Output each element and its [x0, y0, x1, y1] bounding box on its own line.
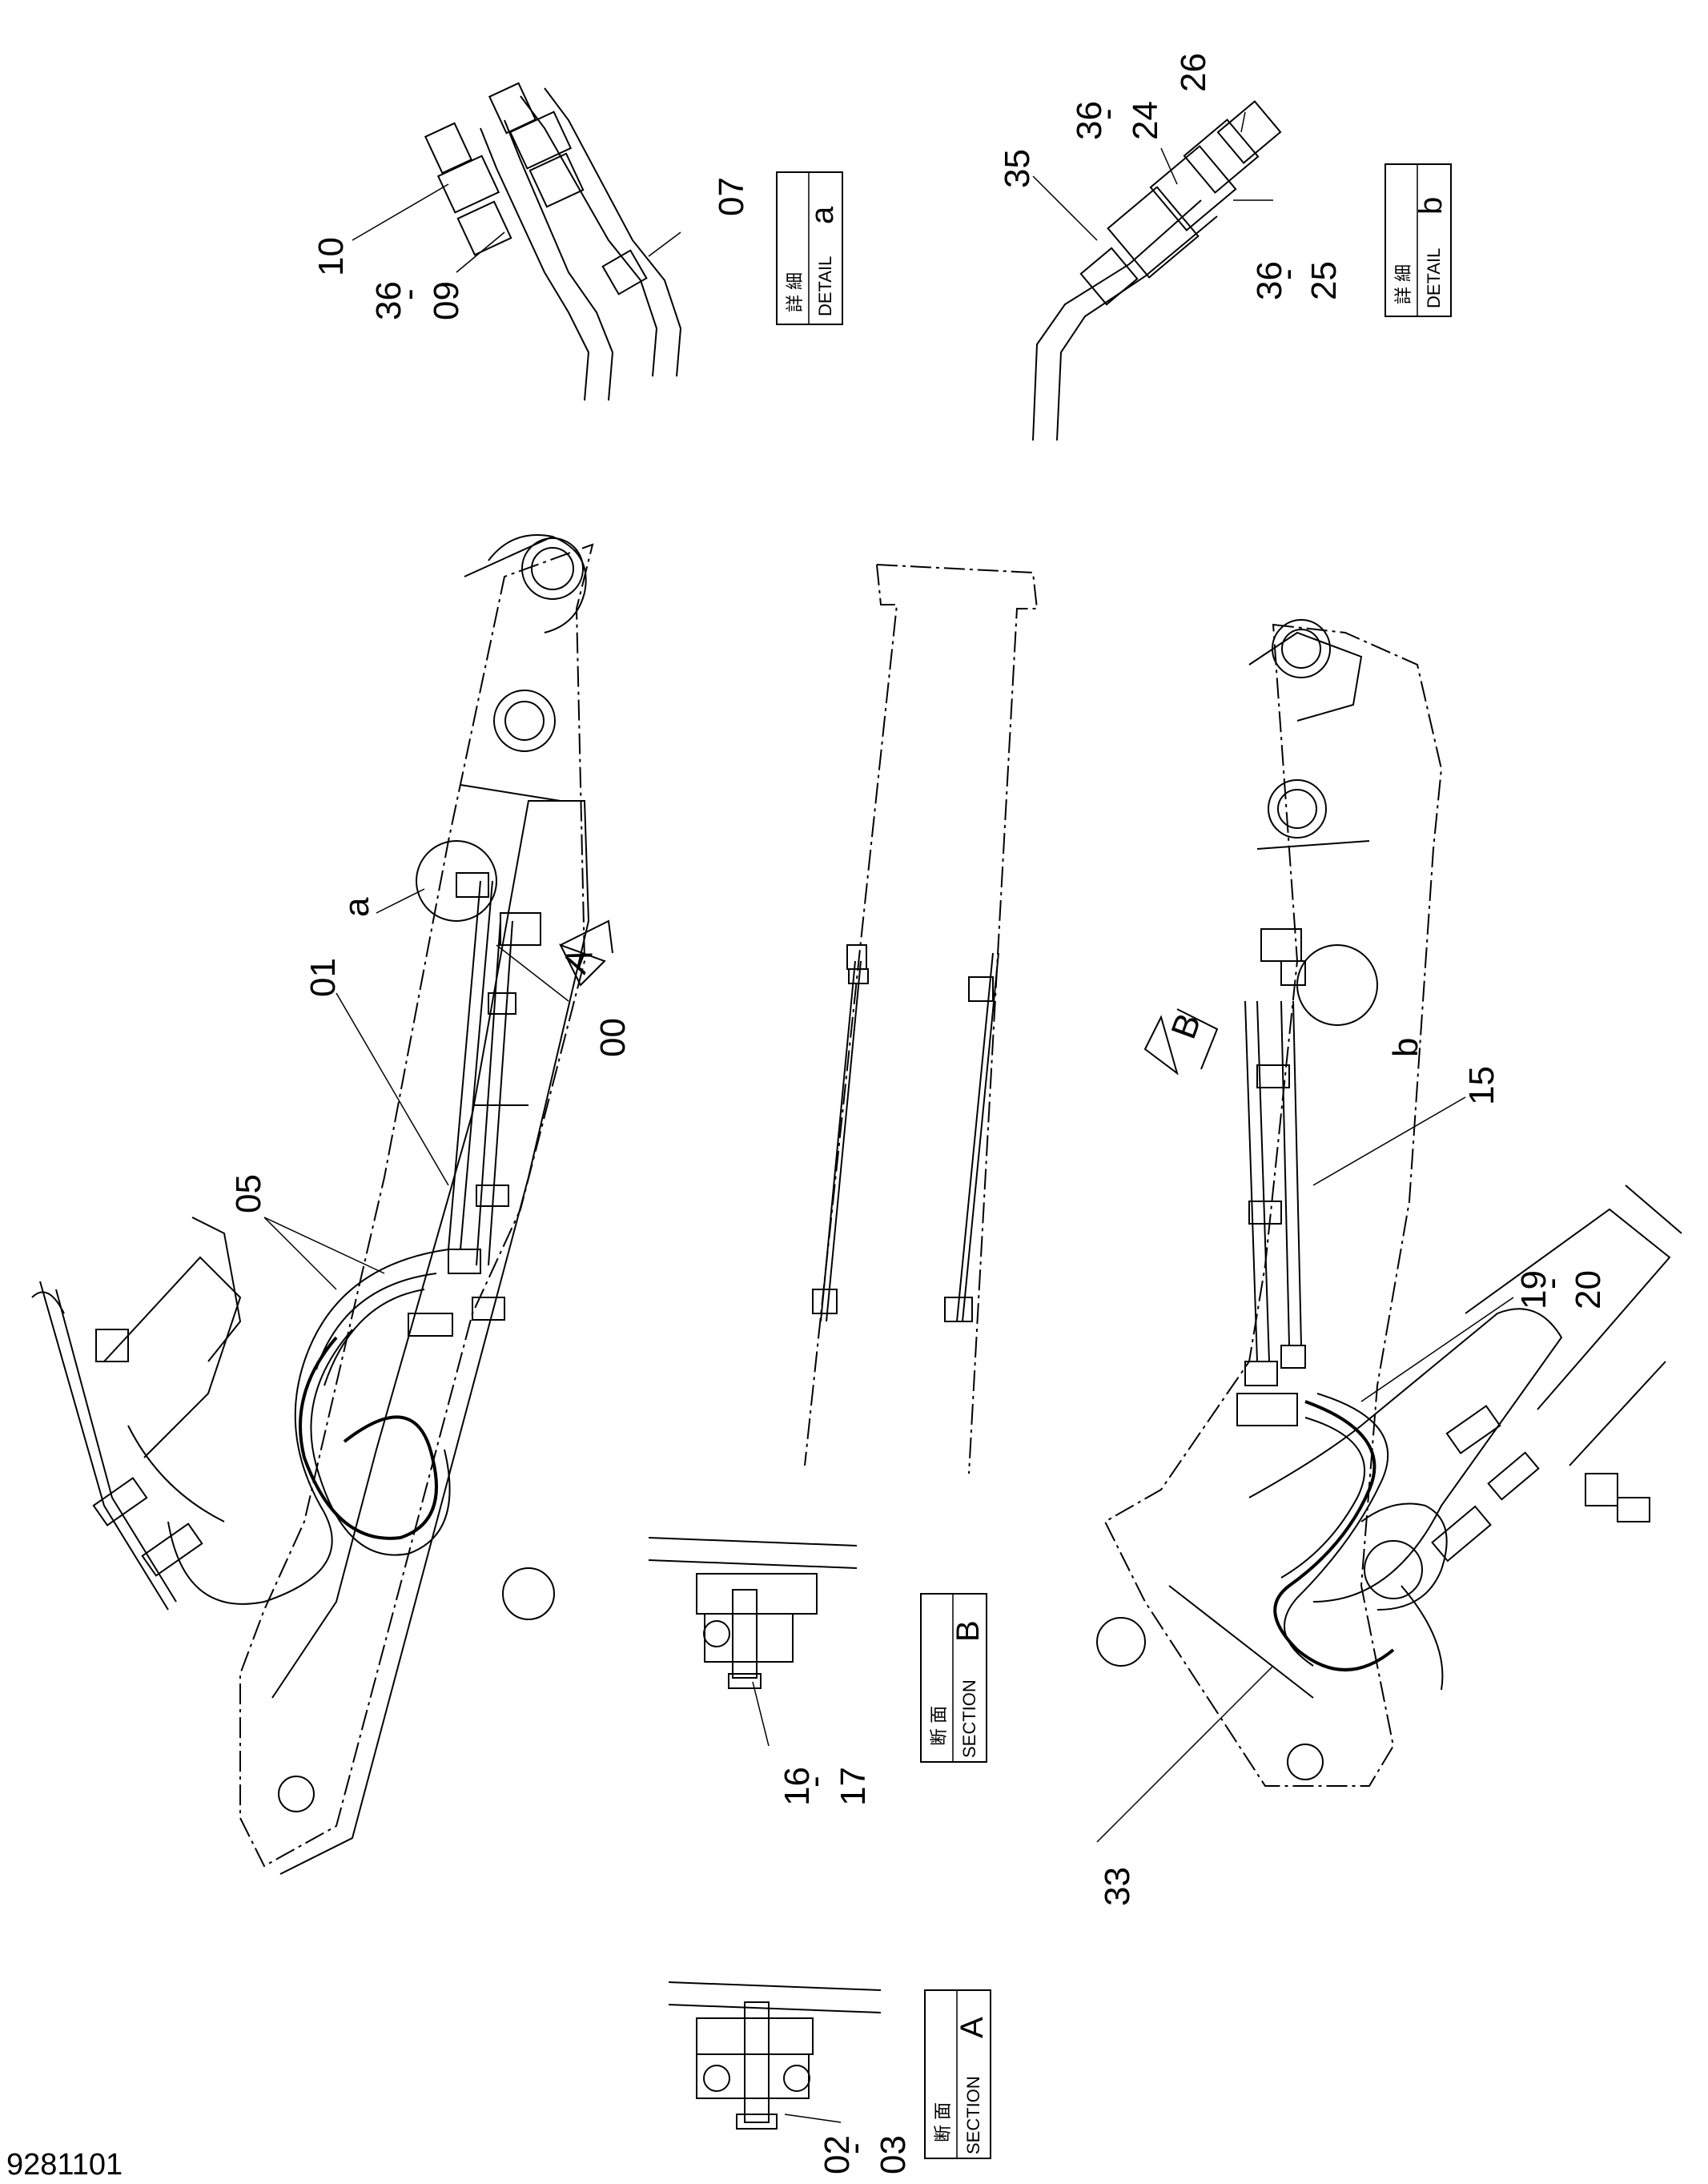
detail-b-letter: b	[1413, 197, 1449, 215]
callout-17: 17	[834, 1767, 873, 1806]
detail-b-view	[1032, 100, 1282, 441]
leader-lines	[263, 111, 1514, 2123]
callout-10: 10	[311, 237, 351, 276]
callout-dash: -	[1268, 268, 1307, 280]
callout-20: 20	[1569, 1270, 1608, 1309]
detail-a-letter: a	[805, 206, 840, 224]
section-b-letter: B	[950, 1620, 986, 1642]
callout-a: a	[337, 897, 376, 917]
right-boom-assembly: B	[1096, 619, 1682, 1787]
detail-b-jp: 詳 細	[1393, 264, 1413, 304]
callout-36: 36	[369, 281, 408, 320]
detail-a-title-box: 詳 細 DETAIL a	[776, 171, 843, 325]
callout-03: 03	[874, 2135, 913, 2174]
callout-24: 24	[1126, 101, 1165, 140]
section-a-view	[668, 1981, 882, 2130]
section-b-jp: 断 面	[929, 1706, 949, 1746]
callout-26: 26	[1174, 53, 1213, 92]
section-b-en: SECTION	[959, 1679, 979, 1758]
detail-a-jp: 詳 細	[785, 272, 805, 312]
callout-dash: -	[795, 1776, 834, 1788]
section-b-title-box: 断 面 SECTION B	[920, 1593, 987, 1763]
callout-labels: 10 36 - 09 07 35 36 - 24 26 36 - 25 01 a…	[229, 53, 1608, 2174]
drawing-number: 9281101	[6, 2148, 123, 2182]
detail-a-en: DETAIL	[815, 256, 835, 316]
callout-35: 35	[998, 149, 1037, 188]
callout-15: 15	[1462, 1066, 1501, 1105]
callout-19: 19	[1514, 1270, 1553, 1309]
callout-05: 05	[229, 1174, 268, 1213]
detail-b-en: DETAIL	[1424, 248, 1444, 308]
callout-33: 33	[1098, 1867, 1137, 1906]
view-arrow-a-label: A	[555, 942, 600, 978]
callout-09: 09	[427, 281, 466, 320]
section-a-letter: A	[954, 2017, 990, 2038]
callout-36: 36	[1250, 261, 1289, 300]
callout-dash: -	[835, 2142, 874, 2154]
callout-dash: -	[389, 288, 428, 300]
callout-dash: -	[1087, 108, 1127, 120]
callout-25: 25	[1304, 261, 1344, 300]
detail-a-view	[424, 82, 682, 401]
callout-b: b	[1386, 1038, 1425, 1057]
section-a-jp: 断 面	[933, 2102, 953, 2142]
callout-dash: -	[1532, 1277, 1571, 1289]
section-a-title-box: 断 面 SECTION A	[924, 1989, 991, 2159]
callout-01: 01	[303, 958, 343, 997]
callout-36: 36	[1070, 101, 1109, 140]
callout-02: 02	[818, 2135, 857, 2174]
section-b-view	[648, 1537, 858, 1689]
section-a-en: SECTION	[963, 2076, 983, 2154]
callout-16: 16	[778, 1767, 817, 1806]
detail-b-title-box: 詳 細 DETAIL b	[1384, 163, 1452, 317]
left-boom-assembly: A	[31, 534, 613, 1875]
callout-00: 00	[593, 1018, 633, 1057]
view-arrow-b-label: B	[1163, 1008, 1208, 1044]
center-pipe-view	[804, 564, 1039, 1474]
callout-07: 07	[712, 177, 751, 216]
